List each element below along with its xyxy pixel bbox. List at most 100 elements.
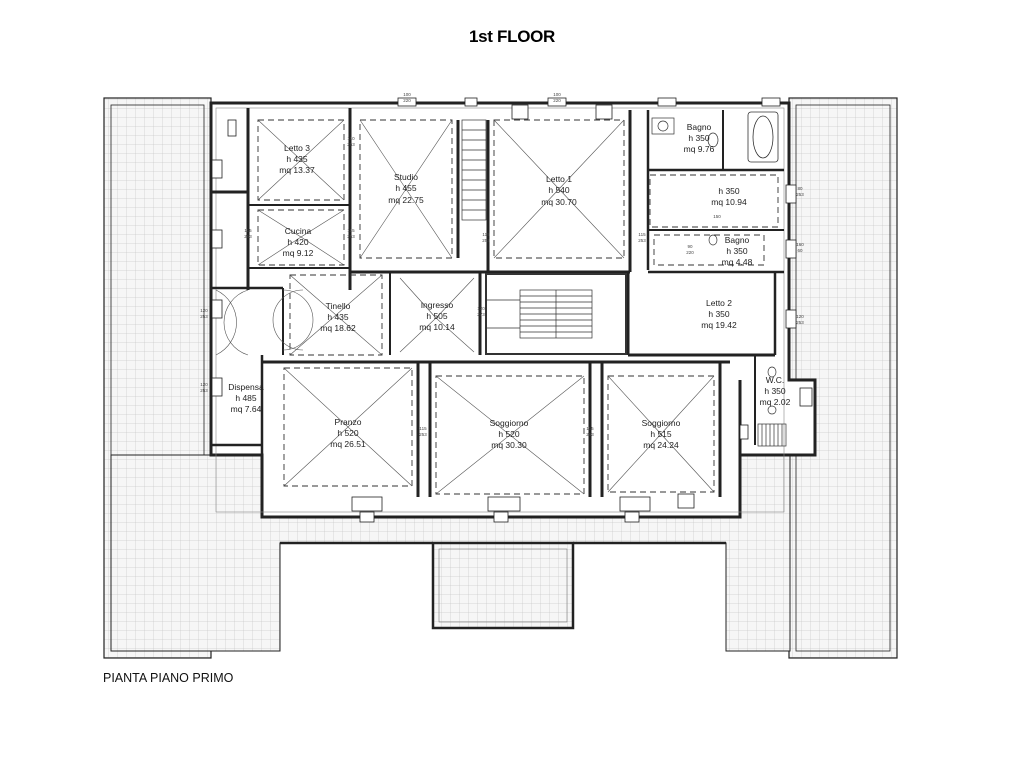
svg-text:Letto 3: Letto 3: [284, 143, 310, 153]
svg-text:Studio: Studio: [394, 172, 418, 182]
svg-text:mq 2.02: mq 2.02: [760, 397, 791, 407]
svg-text:Bagno: Bagno: [687, 122, 712, 132]
svg-text:253: 253: [638, 238, 646, 243]
svg-text:Ingresso: Ingresso: [421, 300, 454, 310]
svg-text:253: 253: [482, 238, 490, 243]
room-label-letto1: Letto 1 h 540 mq 30.70: [541, 174, 577, 207]
room-label-ingresso: Ingresso h 505 mq 10.14: [419, 300, 455, 332]
terrace-right: [788, 97, 898, 659]
svg-text:Soggiorno: Soggiorno: [642, 418, 681, 428]
svg-text:110: 110: [347, 136, 355, 141]
svg-text:h 520: h 520: [337, 428, 359, 438]
svg-text:220: 220: [403, 98, 411, 103]
staircase-small: [757, 423, 787, 447]
svg-text:115: 115: [482, 232, 490, 237]
room-label-cucina: Cucina h 420 mq 9.12: [283, 226, 314, 258]
svg-text:h 350: h 350: [718, 186, 740, 196]
staircase-main: [485, 273, 627, 355]
svg-text:115: 115: [586, 426, 594, 431]
svg-text:253: 253: [419, 432, 427, 437]
svg-text:h 350: h 350: [726, 246, 748, 256]
room-label-soggiorno2: Soggiorno h 515 mq 24.24: [642, 418, 681, 450]
building-walls: [209, 101, 817, 519]
svg-text:mq 30.30: mq 30.30: [491, 440, 527, 450]
svg-text:115: 115: [638, 232, 646, 237]
svg-text:160: 160: [796, 242, 804, 247]
svg-text:253: 253: [200, 388, 208, 393]
svg-text:mq 19.42: mq 19.42: [701, 320, 737, 330]
room-label-tinello: Tinello h 435 mq 18.62: [320, 301, 356, 333]
svg-text:100: 100: [553, 92, 561, 97]
room-label-letto2: Letto 2 h 350 mq 19.42: [701, 298, 737, 330]
svg-text:253: 253: [796, 320, 804, 325]
terrace-bottom: [110, 454, 791, 652]
svg-text:h 515: h 515: [650, 429, 672, 439]
svg-text:150: 150: [713, 214, 721, 219]
plan-caption: PIANTA PIANO PRIMO: [103, 671, 234, 685]
svg-text:220: 220: [686, 250, 694, 255]
svg-text:90: 90: [687, 244, 693, 249]
svg-text:120: 120: [200, 382, 208, 387]
svg-text:Dispensa: Dispensa: [228, 382, 264, 392]
dimension-labels: 100 220 100 220 110 253 115 253 115 253 …: [200, 92, 804, 437]
svg-text:h 435: h 435: [286, 154, 308, 164]
svg-text:253: 253: [200, 314, 208, 319]
svg-text:253: 253: [347, 142, 355, 147]
room-label-letto3: Letto 3 h 435 mq 13.37: [279, 143, 315, 175]
svg-text:h 420: h 420: [287, 237, 309, 247]
svg-text:273: 273: [477, 312, 485, 317]
svg-text:mq 7.64: mq 7.64: [231, 404, 262, 414]
svg-text:mq 4.48: mq 4.48: [722, 257, 753, 267]
svg-text:Bagno: Bagno: [725, 235, 750, 245]
svg-text:h 350: h 350: [688, 133, 710, 143]
room-label-wc: W.C. h 350 mq 2.02: [760, 375, 791, 407]
svg-text:h 350: h 350: [764, 386, 786, 396]
svg-text:mq 9.76: mq 9.76: [684, 144, 715, 154]
svg-text:mq 26.51: mq 26.51: [330, 439, 366, 449]
sink-icon: [651, 117, 777, 415]
svg-text:120: 120: [796, 314, 804, 319]
svg-text:h 520: h 520: [498, 429, 520, 439]
svg-text:h 485: h 485: [235, 393, 257, 403]
svg-text:100: 100: [403, 92, 411, 97]
svg-text:mq 24.24: mq 24.24: [643, 440, 679, 450]
svg-text:120: 120: [477, 306, 485, 311]
svg-text:mq 13.37: mq 13.37: [279, 165, 315, 175]
svg-text:60: 60: [797, 248, 803, 253]
svg-text:253: 253: [796, 192, 804, 197]
svg-text:115: 115: [419, 426, 427, 431]
room-label-studio: Studio h 455 mq 22.75: [388, 172, 424, 205]
svg-text:W.C.: W.C.: [766, 375, 784, 385]
svg-text:mq 30.70: mq 30.70: [541, 197, 577, 207]
svg-text:mq 18.62: mq 18.62: [320, 323, 356, 333]
svg-text:Soggiorno: Soggiorno: [490, 418, 529, 428]
svg-text:h 435: h 435: [327, 312, 349, 322]
svg-text:Letto 2: Letto 2: [706, 298, 732, 308]
svg-text:115: 115: [347, 228, 355, 233]
staircase-service: [461, 119, 487, 221]
svg-text:mq 10.94: mq 10.94: [711, 197, 747, 207]
svg-text:h 505: h 505: [426, 311, 448, 321]
svg-text:Cucina: Cucina: [285, 226, 312, 236]
bathtub-icon: [747, 111, 779, 163]
svg-text:120: 120: [200, 308, 208, 313]
room-label-dispensa: Dispensa h 485 mq 7.64: [228, 382, 264, 414]
room-label-corridoio: h 350 mq 10.94: [711, 186, 747, 207]
room-label-bagno2: Bagno h 350 mq 4.48: [722, 235, 753, 267]
ceiling-diagonals: [257, 119, 715, 495]
svg-text:253: 253: [347, 234, 355, 239]
svg-text:mq 9.12: mq 9.12: [283, 248, 314, 258]
windows: [211, 97, 813, 523]
door-swings: [215, 289, 314, 356]
svg-text:mq 22.75: mq 22.75: [388, 195, 424, 205]
svg-text:h 350: h 350: [708, 309, 730, 319]
page-title: 1st FLOOR: [468, 27, 556, 46]
room-label-bagno1: Bagno h 350 mq 9.76: [684, 122, 715, 154]
svg-text:115: 115: [244, 228, 252, 233]
svg-text:80: 80: [797, 186, 803, 191]
svg-text:h 455: h 455: [395, 183, 417, 193]
svg-text:253: 253: [586, 432, 594, 437]
svg-text:253: 253: [244, 234, 252, 239]
svg-text:Pranzo: Pranzo: [335, 417, 362, 427]
